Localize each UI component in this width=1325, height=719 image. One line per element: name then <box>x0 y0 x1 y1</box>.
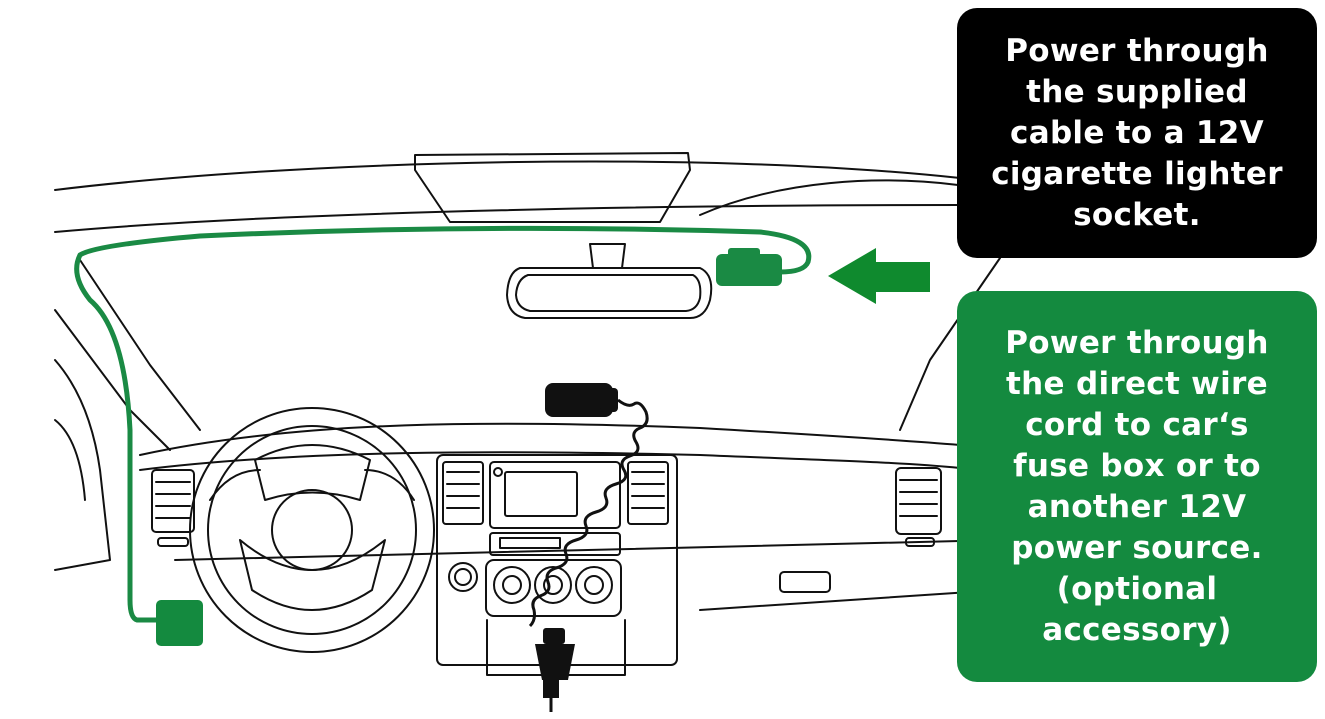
glovebox-handle <box>779 571 831 593</box>
dashboard-top <box>139 422 961 456</box>
steering-wheel <box>189 407 435 653</box>
power-cable <box>74 225 812 623</box>
infotainment-screen <box>489 461 621 529</box>
direct-wire-callout-text: Power through the direct wire cord to ca… <box>1005 324 1269 648</box>
cigarette-lighter-plug-icon <box>535 628 575 712</box>
dash-camera-icon <box>716 248 782 286</box>
fuse-box-icon <box>156 600 203 646</box>
left-door-panel <box>54 359 111 571</box>
direct-wire-callout: Power through the direct wire cord to ca… <box>957 291 1317 682</box>
rear-view-mirror <box>506 267 713 319</box>
mirror-mount <box>589 243 626 269</box>
left-vent <box>151 469 195 533</box>
windshield-left-pillar <box>79 259 201 431</box>
dashboard-lower <box>139 451 961 471</box>
coiled-camera-unit <box>528 383 649 628</box>
cigarette-lighter-callout-text: Power through the supplied cable to a 12… <box>991 32 1283 233</box>
cigarette-lighter-callout: Power through the supplied cable to a 12… <box>957 8 1317 258</box>
visor-center <box>414 152 691 223</box>
windshield-top <box>54 204 959 233</box>
right-vent <box>895 467 942 535</box>
pointer-arrow-icon <box>828 248 930 304</box>
roof-line <box>54 160 961 191</box>
visor-right <box>699 179 959 216</box>
